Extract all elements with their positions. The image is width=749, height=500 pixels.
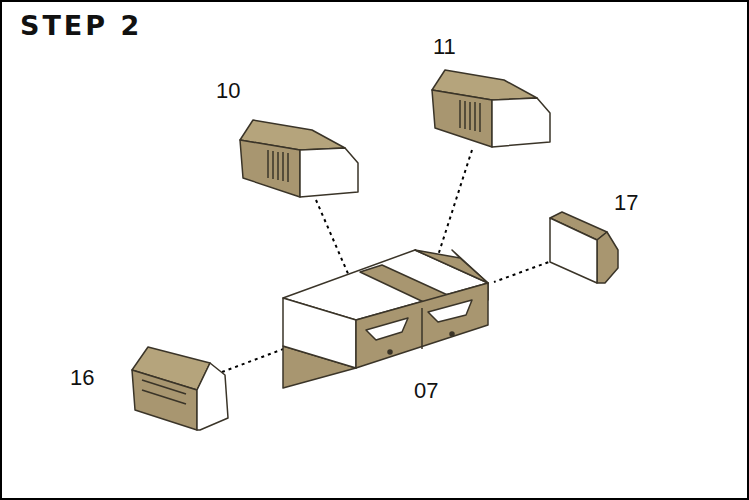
part-10 [240, 120, 358, 197]
callout-number: 17 [614, 192, 638, 214]
callout-number: 07 [414, 380, 438, 402]
callout-number: 16 [70, 367, 94, 389]
part-16 [132, 347, 228, 430]
callout-number: 11 [433, 36, 456, 58]
part-17 [550, 212, 618, 283]
part-11 [432, 70, 550, 147]
step-title: STEP 2 [20, 12, 142, 39]
part-07 [283, 250, 488, 388]
callout-number: 10 [216, 80, 240, 102]
